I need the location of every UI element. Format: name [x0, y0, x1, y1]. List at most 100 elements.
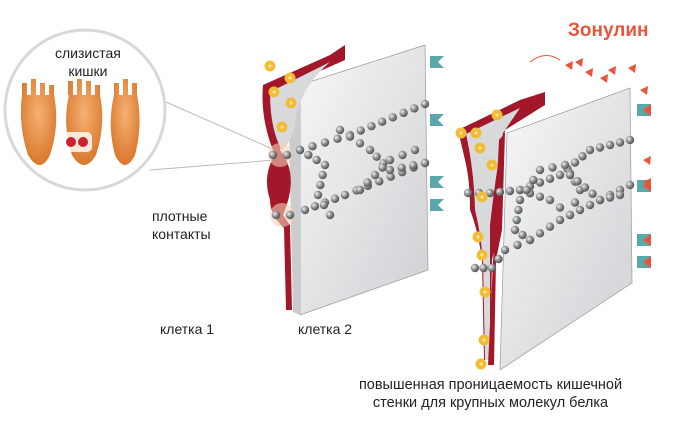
protein-bead: [355, 139, 365, 148]
protein-molecule: [486, 159, 498, 171]
protein-bead: [399, 108, 408, 118]
zonulin-molecule-icon: [628, 64, 636, 73]
protein-bead: [335, 125, 345, 135]
protein-molecule: [476, 191, 488, 203]
protein-bead: [535, 192, 545, 201]
protein-bead: [370, 170, 380, 180]
protein-bead: [385, 155, 395, 165]
protein-bead: [285, 210, 295, 220]
protein-molecule: [268, 86, 280, 98]
protein-molecule: [491, 109, 503, 121]
protein-bead: [363, 178, 372, 187]
receptor-icon: [430, 176, 444, 188]
zonulin-molecule-icon: [643, 156, 651, 165]
mucosa-label: слизистая кишки: [55, 44, 121, 80]
protein-molecule: [470, 127, 482, 139]
protein-molecule: [285, 97, 297, 109]
protein-bead: [310, 202, 320, 211]
protein-bead: [485, 188, 495, 198]
zonulin-bound-icon: [643, 256, 651, 268]
protein-bead: [410, 104, 419, 113]
protein-bead: [555, 170, 565, 180]
receptor-icon: [430, 199, 444, 211]
protein-bead: [318, 170, 327, 180]
protein-bead: [377, 117, 387, 126]
protein-molecule: [476, 249, 488, 261]
protein-bead: [512, 215, 521, 225]
protein-bead: [605, 140, 615, 150]
protein-bead: [409, 161, 418, 170]
zonulin-molecule-icon: [643, 178, 651, 187]
cell2-label: клетка 2: [298, 321, 353, 337]
protein-bead: [479, 263, 488, 273]
protein-bead: [505, 186, 515, 196]
protein-bead: [560, 160, 570, 170]
zonulin-molecule-icon: [600, 74, 608, 83]
protein-bead: [378, 163, 387, 172]
protein-bead: [555, 203, 565, 212]
protein-bead: [510, 225, 520, 235]
protein-bead: [625, 180, 635, 190]
protein-molecule: [478, 334, 490, 346]
junctions-label-line1: плотные: [152, 208, 208, 224]
protein-bead: [420, 99, 430, 109]
protein-bead: [585, 200, 595, 210]
protein-bead: [565, 210, 575, 220]
protein-bead: [605, 193, 615, 202]
zonulin-molecule-icon: [640, 86, 648, 95]
cell-pair-permeable: [458, 55, 633, 371]
protein-bead: [515, 195, 525, 205]
protein-bead: [316, 180, 325, 190]
protein-bead: [388, 113, 398, 122]
protein-bead: [325, 210, 335, 220]
protein-bead: [372, 152, 381, 161]
protein-bead: [410, 145, 420, 155]
caption: повышенная проницаемость кишечной стенки…: [318, 376, 663, 412]
protein-bead: [397, 163, 406, 172]
caption-line1: повышенная проницаемость кишечной: [358, 377, 623, 393]
protein-bead: [545, 195, 555, 205]
zonulin-molecule-icon: [608, 66, 616, 75]
protein-bead: [386, 172, 395, 181]
protein-bead: [300, 205, 310, 215]
zonulin-bound-icon: [643, 234, 651, 246]
protein-bead: [333, 134, 342, 143]
protein-bead: [420, 158, 430, 168]
mucosa-label-line1: слизистая: [55, 45, 121, 61]
protein-bead: [271, 210, 281, 220]
protein-bead: [495, 187, 505, 197]
protein-bead: [575, 205, 585, 215]
protein-bead: [295, 145, 305, 155]
protein-bead: [500, 245, 510, 255]
protein-bead: [463, 188, 473, 198]
protein-bead: [470, 263, 480, 273]
protein-bead: [398, 150, 407, 160]
protein-bead: [320, 160, 330, 170]
protein-bead: [522, 185, 531, 195]
receptor-icon: [430, 114, 444, 126]
protein-molecule: [472, 231, 484, 243]
protein-bead: [320, 138, 330, 147]
receptor-icon: [430, 56, 444, 68]
protein-bead: [535, 165, 545, 175]
protein-bead: [529, 175, 538, 185]
protein-molecule: [479, 286, 491, 298]
caption-line2: стенки для крупных молекул белка: [372, 395, 609, 411]
protein-bead: [385, 165, 395, 175]
protein-bead: [330, 194, 340, 203]
protein-bead: [535, 178, 545, 187]
protein-bead: [518, 230, 527, 240]
protein-molecule: [284, 72, 296, 84]
protein-bead: [356, 126, 365, 135]
protein-bead: [565, 170, 575, 180]
protein-bead: [525, 235, 535, 245]
protein-bead: [615, 190, 625, 200]
protein-bead: [535, 229, 545, 238]
cell1-label: клетка 1: [160, 321, 215, 337]
junction-highlight: [268, 143, 292, 167]
protein-bead: [319, 200, 329, 210]
zonulin-bound-icon: [643, 104, 651, 116]
protein-bead: [548, 163, 557, 172]
